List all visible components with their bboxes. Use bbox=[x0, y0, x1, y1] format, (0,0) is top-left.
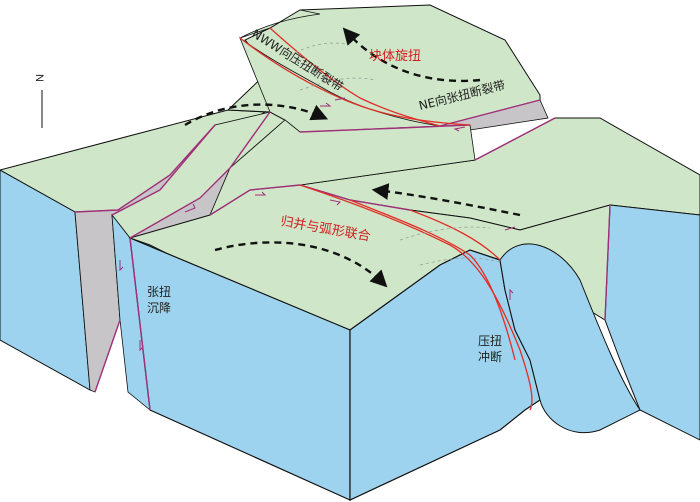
nww-fault-strip bbox=[239, 9, 321, 39]
arrow-block-rotation bbox=[342, 27, 481, 83]
red-fault-lines bbox=[239, 27, 533, 411]
thrust-bulge bbox=[499, 243, 641, 434]
dashed-traces bbox=[289, 42, 501, 266]
arrow-west-east-north bbox=[184, 103, 329, 127]
narrow-block-front bbox=[111, 213, 151, 411]
north-label: N bbox=[33, 74, 45, 82]
arrow-central-sweep bbox=[214, 241, 388, 288]
label-block-rotation: 块体旋扭 bbox=[369, 49, 421, 64]
label-compression-thrust-1: 压扭 bbox=[478, 334, 502, 348]
arrow-east-west-middle bbox=[371, 183, 521, 217]
label-tension-subsidence-1: 张扭 bbox=[147, 285, 171, 299]
label-tension-subsidence-2: 沉降 bbox=[147, 301, 171, 315]
fault-traces bbox=[74, 99, 611, 411]
label-compression-thrust-2: 冲断 bbox=[478, 349, 502, 364]
motion-arrows bbox=[184, 27, 521, 288]
slip-markers bbox=[119, 97, 516, 352]
